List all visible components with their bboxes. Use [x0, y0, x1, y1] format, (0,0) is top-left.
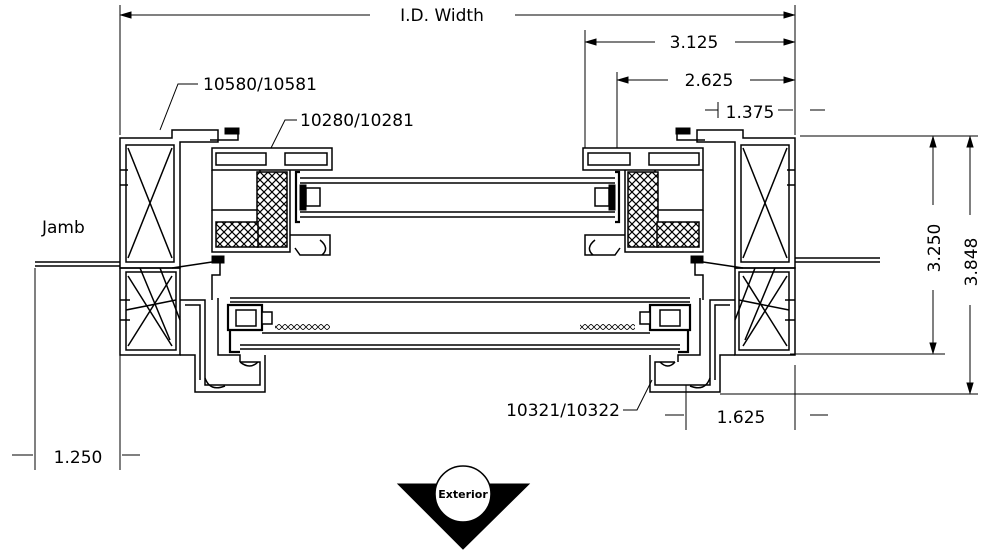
jamb-lines: [35, 257, 880, 267]
upper-glass-unit: [294, 170, 621, 224]
left-frame-profile: [119, 129, 266, 393]
dimension-id-width: I.D. Width: [119, 5, 796, 135]
right-upper-sash: [582, 127, 705, 264]
dim-1625-label: 1.625: [717, 408, 766, 428]
dimension-1375: 1.375: [705, 102, 825, 123]
dimension-3848: 3.848: [720, 135, 981, 395]
dimension-2625: 2.625: [616, 71, 796, 155]
dimension-1250: 1.250: [12, 268, 140, 470]
dim-1375-label: 1.375: [726, 103, 775, 123]
dim-1250-label: 1.250: [54, 448, 103, 468]
right-frame-profile: [649, 129, 796, 393]
frame-parts-label: 10580/10581: [203, 75, 317, 95]
callout-bottom-parts: 10321/10322: [506, 379, 653, 421]
dim-3250-label: 3.250: [925, 224, 945, 273]
lower-sash: [217, 297, 701, 367]
exterior-label: Exterior: [438, 488, 488, 501]
left-upper-sash: [210, 127, 333, 264]
dimension-3125: 3.125: [584, 30, 796, 155]
bottom-parts-label: 10321/10322: [506, 401, 620, 421]
exterior-orientation-symbol: Exterior: [396, 465, 531, 550]
callout-sash-parts: 10280/10281: [269, 111, 414, 151]
dim-3125-label: 3.125: [670, 33, 719, 53]
dim-3848-label: 3.848: [962, 238, 981, 287]
jamb-label: Jamb: [41, 218, 85, 238]
id-width-label: I.D. Width: [400, 6, 484, 26]
sash-parts-label: 10280/10281: [300, 111, 414, 131]
dimension-3250: 3.250: [790, 135, 945, 355]
dimension-1625: 1.625: [665, 365, 828, 430]
dim-2625-label: 2.625: [685, 71, 734, 91]
callout-frame-parts: 10580/10581: [159, 75, 317, 131]
